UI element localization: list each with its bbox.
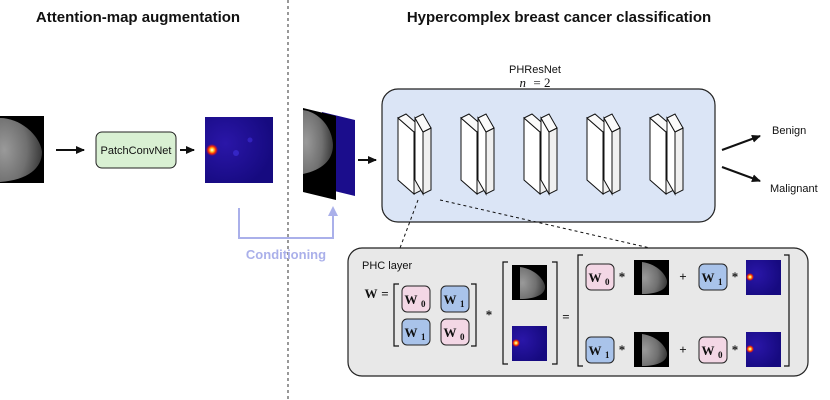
bracket-left (577, 254, 583, 367)
attention-map-thumbnail (512, 326, 547, 361)
bracket-right (784, 254, 790, 367)
mammogram-thumbnail (634, 332, 669, 367)
resnet-block (460, 113, 495, 196)
malignant-label: Malignant (770, 183, 818, 195)
plus-sign: + (679, 269, 686, 284)
multiply-sign: * (619, 269, 626, 284)
w-symbol: W (589, 343, 602, 358)
conditioning-label: Conditioning (246, 247, 326, 262)
resnet-block (649, 113, 684, 196)
resnet-blocks (397, 113, 684, 196)
w-weight-symbol: W (365, 286, 378, 301)
arrow-to-benign (721, 135, 761, 151)
w-symbol: W (405, 292, 418, 307)
resnet-block (586, 113, 621, 196)
benign-label: Benign (772, 125, 806, 137)
multiply-sign: * (619, 342, 626, 357)
plus-sign: + (679, 342, 686, 357)
equals-sign: = (381, 286, 388, 301)
w-subscript: 1 (421, 332, 426, 342)
bracket-right (552, 261, 558, 365)
resnet-block (523, 113, 558, 196)
w-subscript: 0 (460, 332, 465, 342)
patchconvnet-box (95, 131, 177, 169)
right-section-title: Hypercomplex breast cancer classificatio… (407, 9, 711, 26)
bracket-left (502, 261, 508, 365)
w-subscript: 1 (460, 299, 465, 309)
phresnet-param: n = 2 (519, 74, 550, 91)
attention-map-thumbnail (746, 332, 781, 367)
w-subscript: 1 (718, 277, 723, 287)
input-mammogram-image (0, 116, 44, 183)
w-symbol: W (405, 325, 418, 340)
attention-map-image (205, 117, 273, 183)
bracket-left (393, 283, 399, 347)
resnet-block (397, 113, 432, 196)
w-subscript: 0 (605, 277, 610, 287)
w-symbol: W (589, 270, 602, 285)
w-symbol: W (444, 292, 457, 307)
zoom-line-left (399, 199, 419, 249)
w-symbol: W (702, 343, 715, 358)
left-section-title: Attention-map augmentation (36, 9, 240, 26)
phc-layer-title: PHC layer (362, 260, 412, 272)
w-symbol: W (702, 270, 715, 285)
w-subscript: 1 (605, 350, 610, 360)
equals-sign: = (562, 309, 569, 324)
conditioning-arrow (238, 206, 338, 239)
multiply-sign: * (732, 342, 739, 357)
mammogram-thumbnail (634, 260, 669, 295)
stacked-input-images (303, 108, 355, 200)
phresnet-name: PHResNet (509, 64, 561, 76)
mammogram-thumbnail (512, 265, 547, 300)
patchconvnet-label: PatchConvNet (101, 145, 172, 157)
bracket-right (471, 283, 477, 347)
arrow-to-malignant (721, 166, 761, 182)
attention-map-thumbnail (746, 260, 781, 295)
w-subscript: 0 (421, 299, 426, 309)
w-subscript: 0 (718, 350, 723, 360)
multiply-sign: * (486, 307, 493, 322)
multiply-sign: * (732, 269, 739, 284)
w-symbol: W (444, 325, 457, 340)
